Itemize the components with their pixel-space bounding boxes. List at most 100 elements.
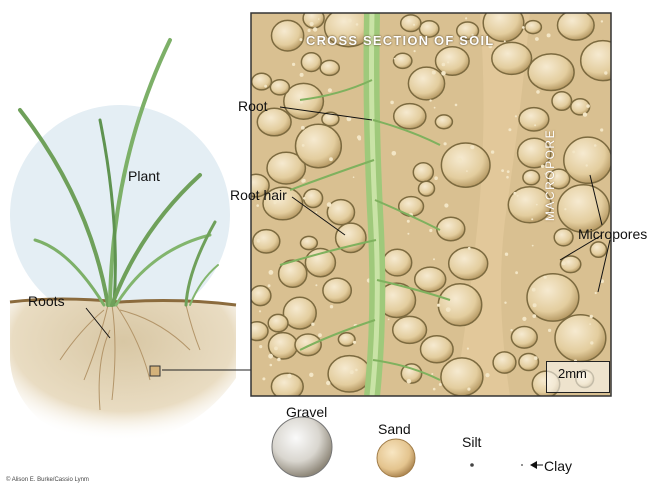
silt-speck <box>353 341 356 344</box>
silt-speck <box>547 33 551 37</box>
plant-label: Plant <box>128 168 160 184</box>
clay-arrow <box>530 461 537 469</box>
silt-speck <box>301 91 304 94</box>
silt-speck <box>446 307 451 312</box>
silt-speck <box>505 253 508 256</box>
silt-speck <box>348 19 352 23</box>
soil-pebble <box>558 10 595 40</box>
roots-label: Roots <box>28 293 65 309</box>
silt-speck <box>444 142 447 145</box>
soil-pebble <box>564 137 612 183</box>
silt-speck <box>327 202 332 207</box>
silt-speck <box>466 170 468 172</box>
silt-speck <box>441 71 446 76</box>
silt-speck <box>507 170 510 173</box>
clay-label: Clay <box>544 458 572 474</box>
silt-speck <box>407 379 412 384</box>
silt-speck <box>595 292 597 294</box>
silt-speck <box>350 370 354 374</box>
silt-speck <box>433 258 435 260</box>
silt-speck <box>586 164 588 166</box>
soil-pebble <box>268 314 288 331</box>
silt-speck <box>313 27 317 31</box>
silt-speck <box>515 271 518 274</box>
silt-speck <box>467 388 470 391</box>
silt-speck <box>465 17 467 19</box>
silt-speck <box>277 358 281 362</box>
silt-speck <box>257 239 261 243</box>
silt-speck <box>501 169 504 172</box>
silt-speck <box>432 71 436 75</box>
silt-speck <box>318 333 322 337</box>
silt-speck <box>256 204 259 207</box>
silt-speck <box>292 63 295 66</box>
silt-speck <box>506 176 509 179</box>
soil-pebble <box>269 333 298 359</box>
silt-speck <box>533 303 537 307</box>
silt-speck <box>508 128 511 131</box>
soil-pebble <box>523 170 540 185</box>
silt-speck <box>414 50 416 52</box>
silt-speck <box>299 38 302 41</box>
silt-speck <box>564 208 566 210</box>
soil-pebble <box>519 108 549 131</box>
soil-pebble <box>435 115 452 129</box>
soil-pebble <box>304 189 323 207</box>
silt-speck <box>590 341 593 344</box>
silt-speck <box>268 354 273 359</box>
silt-speck <box>407 220 410 223</box>
silt-speck <box>458 158 463 163</box>
silt-speck <box>431 373 433 375</box>
silt-speck <box>536 204 538 206</box>
silt-speck <box>562 261 566 265</box>
soil-pebble <box>408 67 444 100</box>
soil-pebble <box>413 163 433 182</box>
soil-pebble <box>393 316 427 343</box>
silt-speck <box>513 192 516 195</box>
silt-speck <box>531 218 533 220</box>
silt-speck <box>356 23 359 26</box>
silt-speck <box>532 314 536 318</box>
soil-pebble <box>272 20 304 51</box>
silt-speck <box>468 247 471 250</box>
soil-pebble <box>394 53 412 68</box>
silt-speck <box>532 288 536 292</box>
soil-pebble <box>552 92 572 111</box>
silt-speck <box>259 310 261 312</box>
soil-pebble <box>252 73 272 90</box>
sand-particle <box>377 439 415 477</box>
silt-speck <box>311 323 314 326</box>
soil-pebble <box>303 8 324 28</box>
soil-pebble <box>301 236 318 249</box>
silt-speck <box>388 319 390 321</box>
silt-speck <box>394 58 396 60</box>
silt-speck <box>522 26 525 29</box>
soil-pebble <box>581 41 625 81</box>
soil-pebble <box>519 354 539 371</box>
soil-pebble <box>270 80 289 95</box>
soil-pebble <box>438 284 481 326</box>
root-hair-label: Root hair <box>230 187 287 203</box>
silt-speck <box>515 115 517 117</box>
soil-pebble <box>525 21 542 34</box>
silt-speck <box>535 37 539 41</box>
silt-speck <box>586 104 590 108</box>
silt-label: Silt <box>462 434 481 450</box>
silt-speck <box>413 24 415 26</box>
silt-speck <box>315 284 317 286</box>
silt-speck <box>536 90 540 94</box>
gravel-particle <box>272 417 332 477</box>
silt-speck <box>326 381 330 385</box>
silt-speck <box>548 329 551 332</box>
soil-pebble <box>415 267 446 292</box>
silt-speck <box>433 388 436 391</box>
silt-speck <box>600 128 603 131</box>
soil-pebble <box>250 286 271 306</box>
silt-speck <box>485 373 489 377</box>
silt-speck <box>270 364 273 367</box>
silt-speck <box>262 377 265 380</box>
soil-pebble <box>528 54 574 91</box>
credit-text: © Alison E. Burke/Cassio Lynm <box>6 477 89 483</box>
zoom-marker <box>150 366 160 376</box>
